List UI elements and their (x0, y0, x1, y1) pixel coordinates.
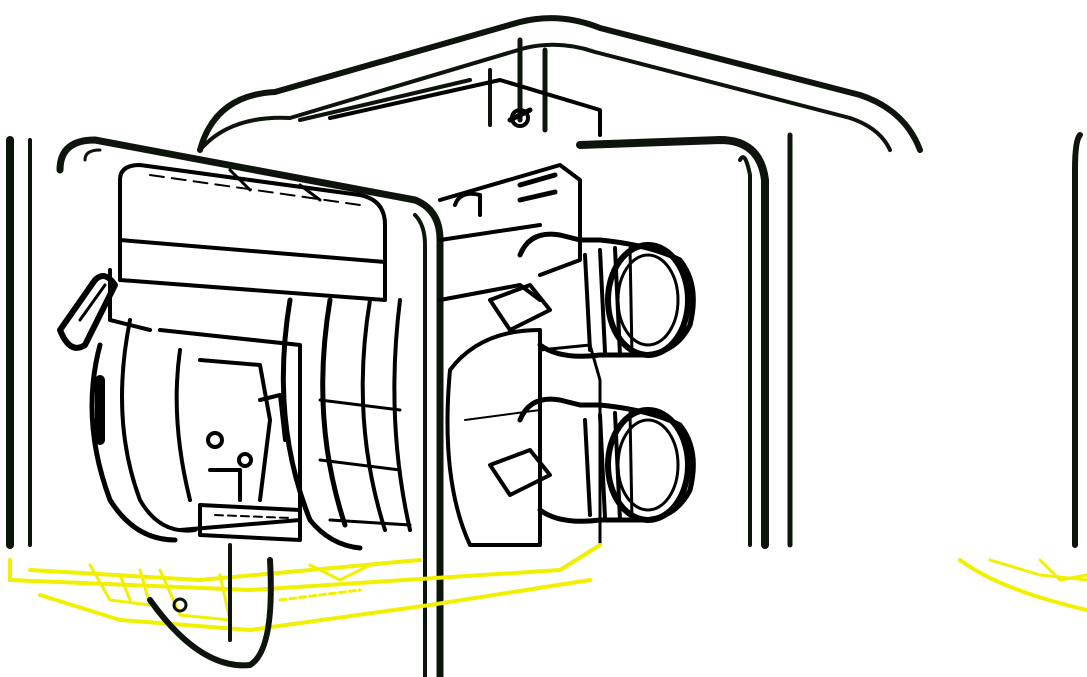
lower-hose-barb (488, 396, 696, 524)
pump-housing-face (445, 328, 602, 547)
recoil-starter (89, 318, 197, 543)
engine-crankcase (158, 328, 302, 542)
engine-top (328, 78, 602, 137)
front-frame-left (6, 136, 444, 677)
pump-volute (280, 297, 412, 551)
pull-start-handle (57, 273, 118, 351)
engine-side-body (438, 163, 582, 302)
front-frame-right (576, 132, 1083, 549)
upper-hose-barb (488, 231, 696, 359)
base-skid (8, 543, 1087, 632)
engine-block (108, 163, 387, 332)
base-skid-outline (147, 543, 274, 669)
rear-frame (197, 15, 923, 153)
